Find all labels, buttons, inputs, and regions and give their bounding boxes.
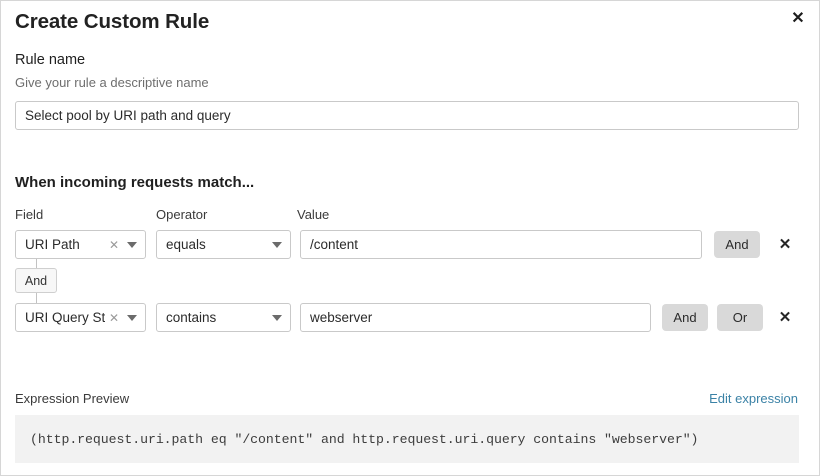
operator-select-2-label: contains [166, 310, 217, 325]
value-input-1[interactable] [300, 230, 702, 259]
chevron-down-icon[interactable] [268, 314, 290, 321]
rule-name-input[interactable] [15, 101, 799, 130]
operator-select-2[interactable]: contains [156, 303, 291, 332]
field-select-2[interactable]: URI Query St... ✕ [15, 303, 146, 332]
and-button-1[interactable]: And [714, 231, 760, 258]
chevron-down-icon[interactable] [268, 241, 290, 248]
field-select-1-label: URI Path [25, 237, 80, 252]
expression-preview-box: (http.request.uri.path eq "/content" and… [15, 415, 799, 463]
delete-condition-icon-1[interactable]: ✕ [778, 235, 792, 253]
expression-preview-text: (http.request.uri.path eq "/content" and… [30, 431, 699, 447]
match-section-heading: When incoming requests match... [15, 174, 255, 191]
clear-icon[interactable]: ✕ [108, 310, 119, 325]
close-icon[interactable]: ✕ [791, 10, 805, 27]
connector-and-badge[interactable]: And [15, 268, 57, 293]
delete-condition-icon-2[interactable]: ✕ [778, 308, 792, 326]
column-header-value: Value [297, 207, 330, 222]
operator-select-1-label: equals [166, 237, 206, 252]
field-select-2-label: URI Query St... [25, 310, 105, 325]
rule-name-label: Rule name [15, 52, 86, 68]
column-header-operator: Operator [156, 207, 208, 222]
connector-line-bottom [36, 293, 37, 303]
page-title: Create Custom Rule [15, 10, 210, 33]
column-header-field: Field [15, 207, 44, 222]
clear-icon[interactable]: ✕ [108, 237, 119, 252]
field-select-1[interactable]: URI Path ✕ [15, 230, 146, 259]
connector-line-top [36, 259, 37, 268]
or-button-2[interactable]: Or [717, 304, 763, 331]
chevron-down-icon[interactable] [123, 241, 145, 248]
expression-preview-label: Expression Preview [15, 391, 130, 406]
edit-expression-link[interactable]: Edit expression [709, 391, 798, 406]
and-button-2[interactable]: And [662, 304, 708, 331]
value-input-2[interactable] [300, 303, 651, 332]
rule-name-help-text: Give your rule a descriptive name [15, 75, 209, 90]
operator-select-1[interactable]: equals [156, 230, 291, 259]
chevron-down-icon[interactable] [123, 314, 145, 321]
